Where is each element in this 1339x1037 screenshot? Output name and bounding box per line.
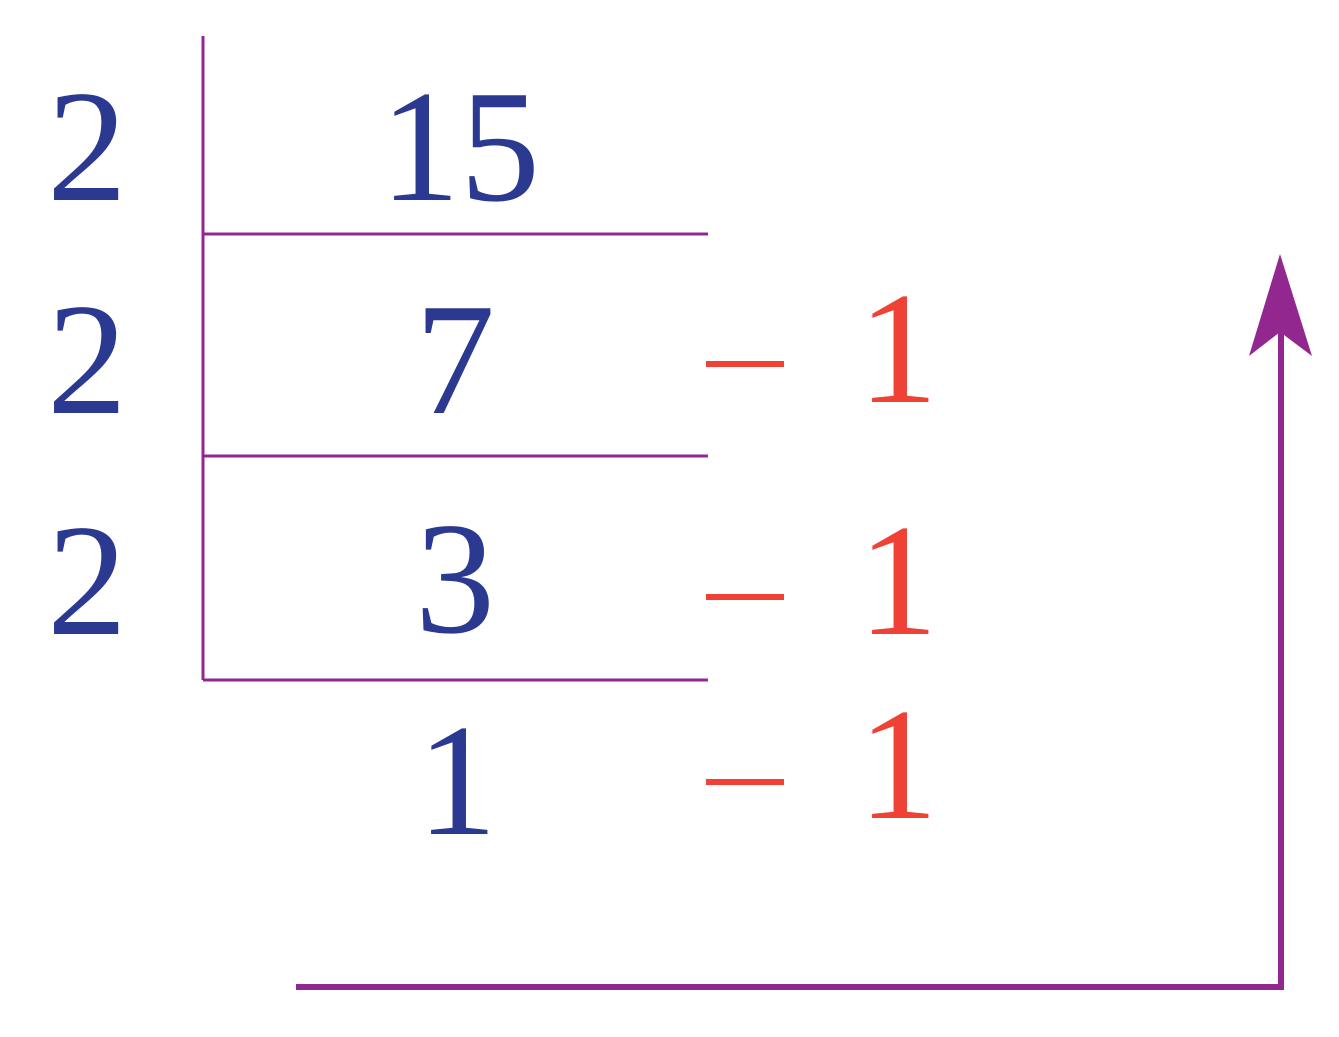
reading-arrow-path bbox=[296, 330, 1284, 990]
divisor-row-1: 2 bbox=[47, 57, 127, 235]
divisor-row-3: 2 bbox=[47, 491, 127, 669]
divisor-row-2: 2 bbox=[47, 270, 127, 448]
dividend-row-2: 7 bbox=[415, 270, 495, 448]
division-frame bbox=[201, 36, 708, 682]
dividend-row-3: 3 bbox=[415, 489, 495, 667]
dividend-row-1: 15 bbox=[380, 57, 540, 235]
arrow-up-icon bbox=[296, 254, 1312, 990]
remainder-row-2: 1 bbox=[858, 259, 938, 437]
arrow-head bbox=[1249, 254, 1312, 356]
remainder-row-3: 1 bbox=[858, 491, 938, 669]
dividend-row-4: 1 bbox=[417, 691, 497, 869]
remainder-row-4: 1 bbox=[858, 675, 938, 853]
